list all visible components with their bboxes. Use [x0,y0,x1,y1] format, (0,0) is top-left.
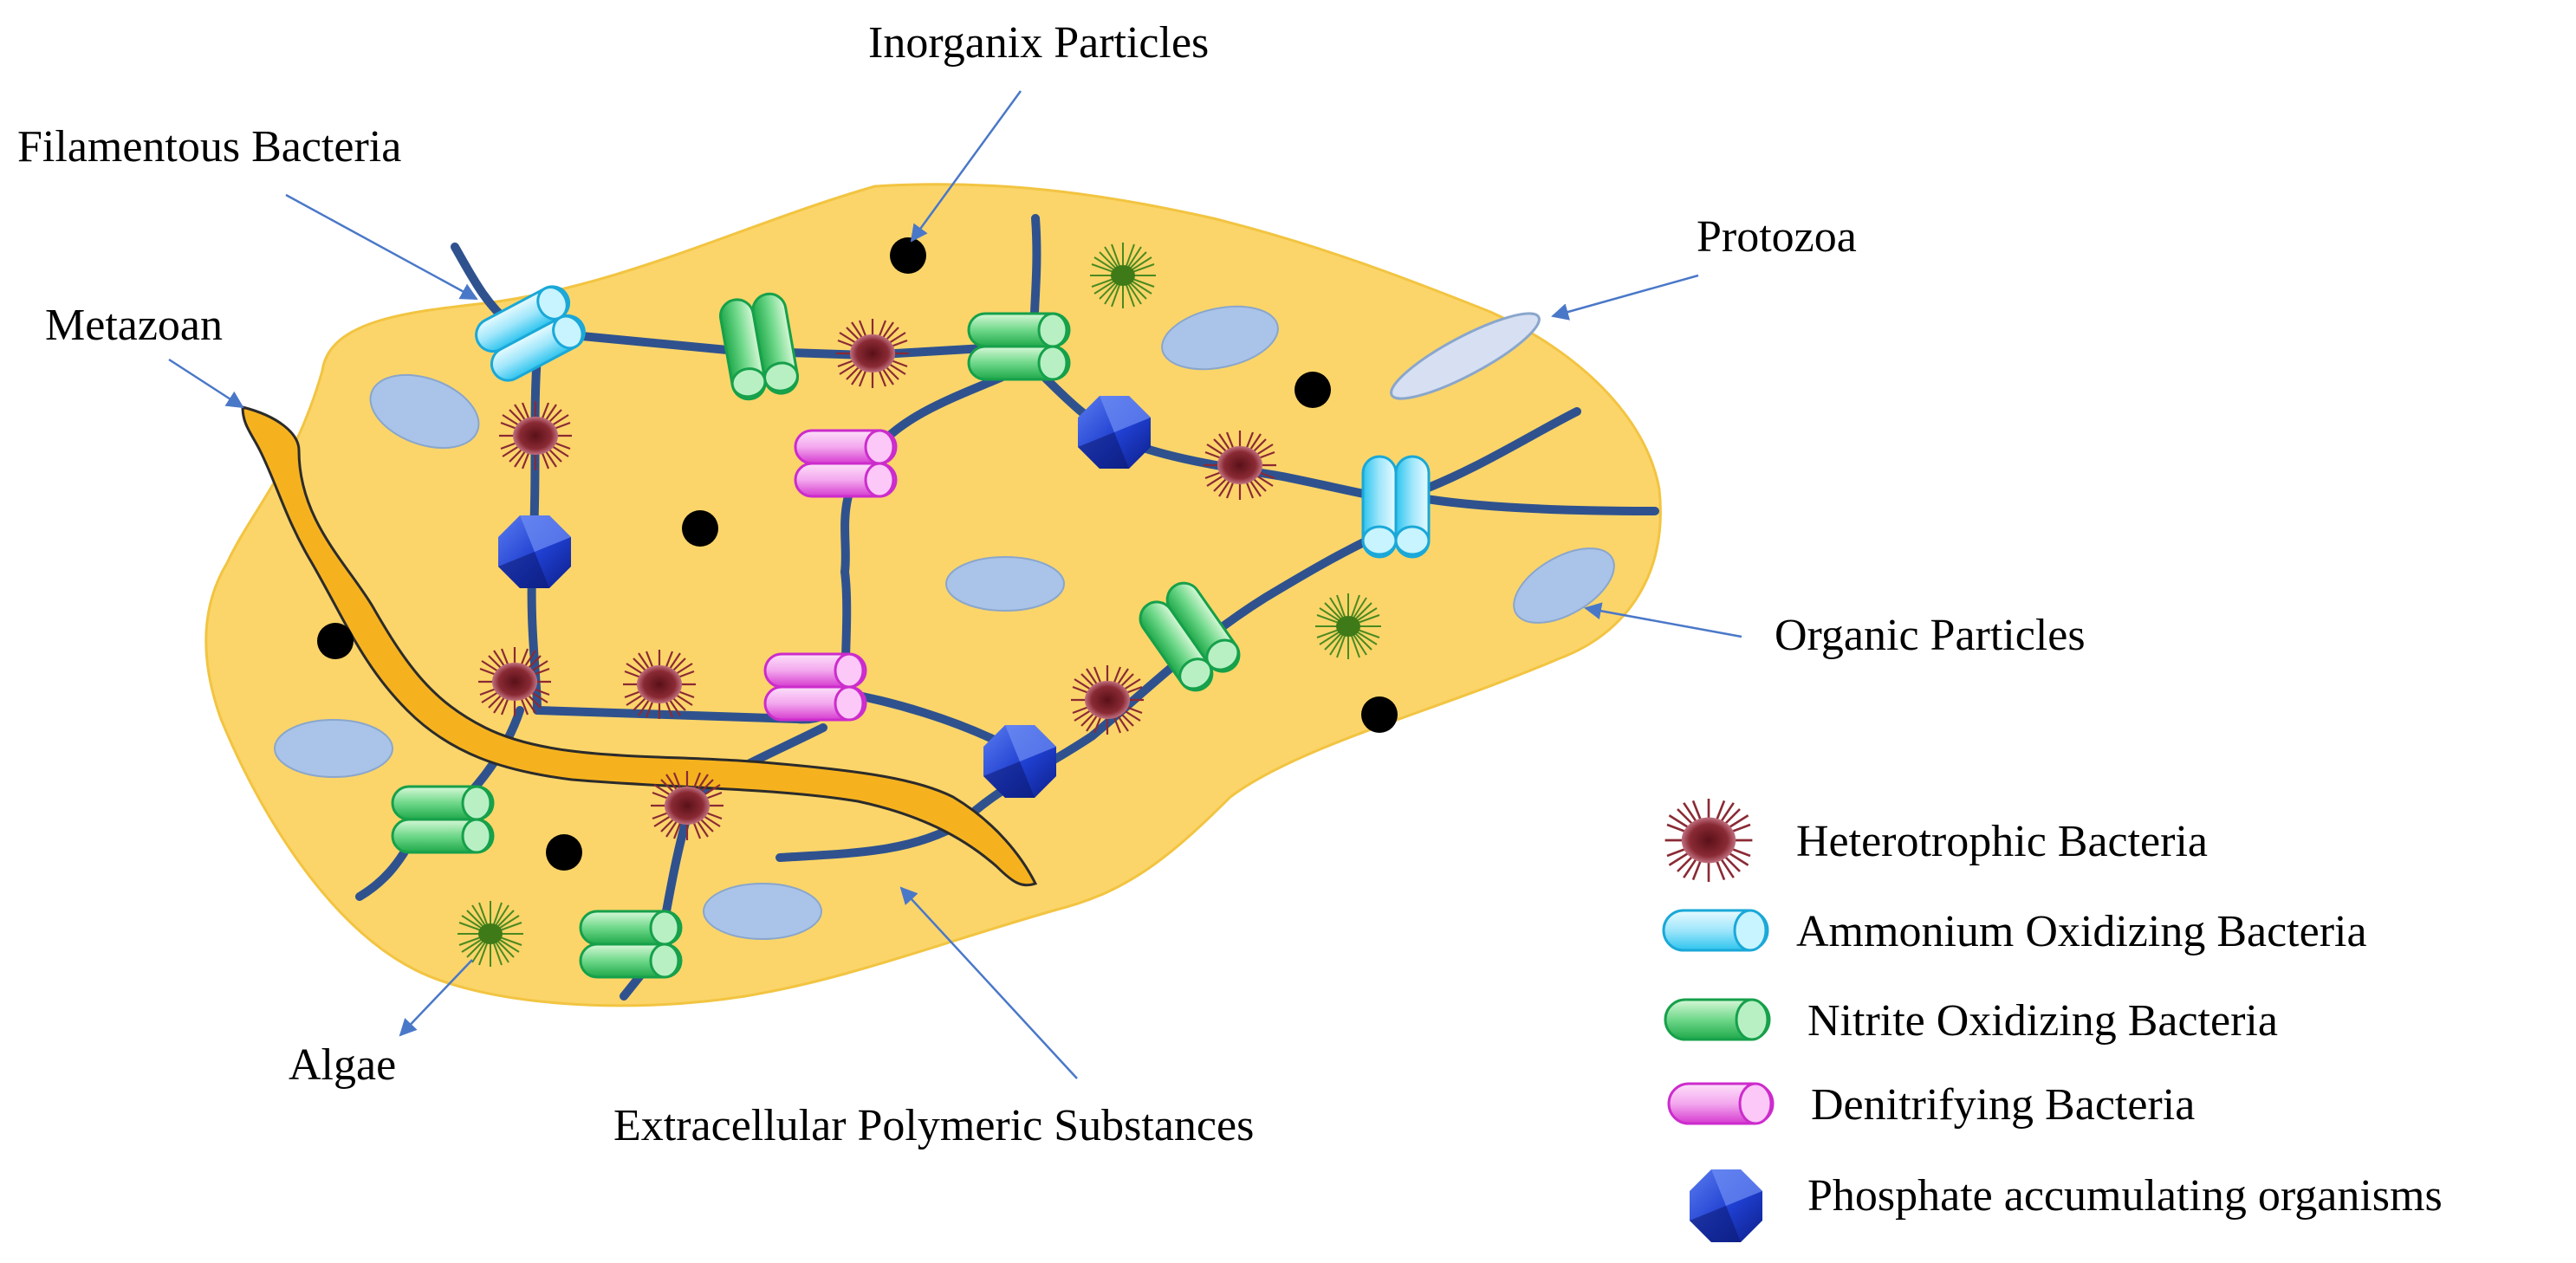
legend: Heterotrophic Bacteria Ammonium Oxidizin… [1662,797,2443,1242]
arrow-algae [399,959,473,1037]
floc-body [204,183,1662,1007]
legend-label-ammonium-oxidizing: Ammonium Oxidizing Bacteria [1796,907,2367,956]
metazoan-label: Metazoan [45,301,223,350]
legend-item-heterotrophic: Heterotrophic Bacteria [1664,797,2208,884]
legend-item-denitrifying: Denitrifying Bacteria [1667,1080,2195,1130]
arrow-filamentous [285,193,478,301]
organic-particles-label: Organic Particles [1775,611,2086,660]
legend-label-nitrite-oxidizing: Nitrite Oxidizing Bacteria [1807,996,2278,1046]
legend-label-heterotrophic: Heterotrophic Bacteria [1796,817,2208,866]
heterotrophic-bacteria-icon [1664,797,1754,884]
callout-arrows [168,90,1742,1079]
arrow-protozoa [1551,274,1699,321]
arrow-organic [1584,602,1742,638]
arrow-inorganic [910,90,1022,243]
filamentous-bacteria-label: Filamentous Bacteria [17,122,401,172]
protozoa-label: Protozoa [1697,212,1857,262]
eps-label: Extracellular Polymeric Substances [613,1101,1254,1150]
legend-label-phosphate-accumulating: Phosphate accumulating organisms [1807,1171,2443,1221]
legend-item-nitrite-oxidizing: Nitrite Oxidizing Bacteria [1664,996,2278,1046]
inorganic-particles-label: Inorganix Particles [868,18,1209,68]
arrow-eps [899,886,1078,1079]
arrow-metazoan [168,358,244,409]
ammonium-oxidizing-bacteria-icon [1662,909,1769,952]
metazoan-worm [241,405,1038,887]
inorganic-particles [317,237,1398,871]
denitrifying-bacteria-icon [1667,1082,1775,1125]
legend-label-denitrifying: Denitrifying Bacteria [1811,1080,2195,1130]
nitrite-oxidizing-bacteria-icon [1664,998,1771,1041]
legend-item-ammonium-oxidizing: Ammonium Oxidizing Bacteria [1662,907,2367,956]
protozoa-cell [1390,312,1541,400]
organic-particles [274,305,1615,940]
phosphate-accumulating-organism-icon [1690,1169,1762,1242]
legend-item-phosphate-accumulating: Phosphate accumulating organisms [1690,1169,2443,1242]
algae-label: Algae [289,1040,396,1090]
